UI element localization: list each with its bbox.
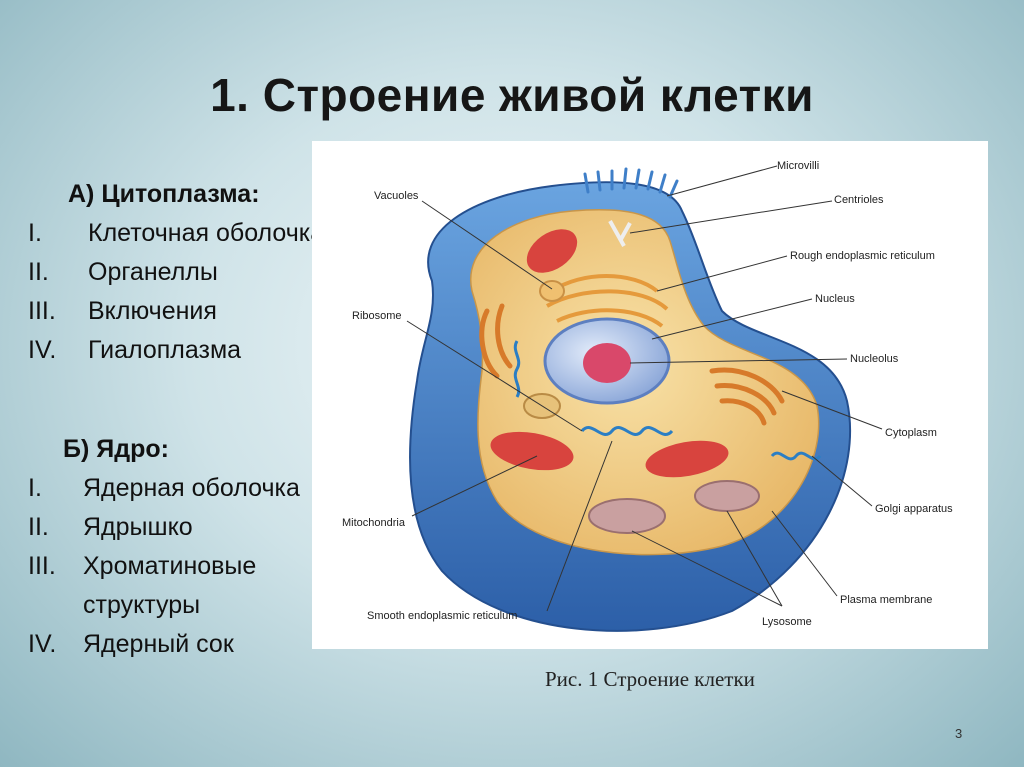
item-number: I. [28,219,42,247]
label-ribosome: Ribosome [352,310,402,322]
label-cytoplasm: Cytoplasm [885,427,937,439]
label-rough-er: Rough endoplasmic reticulum [790,250,935,262]
label-golgi: Golgi apparatus [875,503,953,515]
label-microvilli: Microvilli [777,160,819,172]
list-item: I. Ядерная оболочка [28,469,323,508]
item-text: Клеточная оболочка [88,219,325,247]
label-vacuoles: Vacuoles [374,190,419,202]
label-nucleus: Nucleus [815,293,855,305]
label-nucleolus: Nucleolus [850,353,899,365]
list-item: II. Органеллы [28,253,324,292]
list-item: III. Включения [28,292,324,331]
item-number: II. [28,513,49,541]
centrioles-shape [608,220,632,247]
label-lysosome: Lysosome [762,616,812,628]
label-smooth-er: Smooth endoplasmic reticulum [367,610,517,622]
cytoplasm-list: А) Цитоплазма: I. Клеточная оболочка II.… [28,175,324,370]
item-text: Включения [88,297,217,325]
item-number: IV. [28,630,57,658]
microvilli-shape [583,167,679,199]
nucleus-list: Б) Ядро: I. Ядерная оболочка II. Ядрышко… [28,430,323,664]
list-item: II. Ядрышко [28,508,323,547]
list-item: IV. Гиалоплазма [28,331,324,370]
item-text: Гиалоплазма [88,336,242,364]
item-number: III. [28,297,56,325]
figure-caption: Рис. 1 Строение клетки [545,667,755,691]
cell-diagram-panel: Microvilli Vacuoles Centrioles Rough end… [312,141,988,649]
label-plasma-membrane: Plasma membrane [840,594,932,606]
slide-title: 1. Строение живой клетки [210,69,814,121]
list-item: IV. Ядерный сок [28,625,323,664]
nucleus-heading: Б) Ядро: [63,435,169,463]
item-text: Органеллы [88,258,218,286]
item-text: Ядерная оболочка [83,474,300,502]
list-item: III. Хроматиновые структуры [28,547,323,625]
label-mitochondria: Mitochondria [342,517,406,529]
item-number: III. [28,552,56,580]
cytoplasm-heading: А) Цитоплазма: [68,180,260,208]
item-text: Ядрышко [83,513,193,541]
golgi-shape [479,303,785,426]
item-number: IV. [28,336,57,364]
label-leader-lines [406,165,883,612]
label-centrioles: Centrioles [834,194,884,206]
page-number: 3 [955,726,963,741]
item-number: II. [28,258,49,286]
item-text: Ядерный сок [83,630,234,658]
nucleolus-shape [583,343,631,383]
cell-diagram: Microvilli Vacuoles Centrioles Rough end… [342,160,953,632]
list-item: I. Клеточная оболочка [28,214,324,253]
item-text: Хроматиновые структуры [83,552,257,619]
item-number: I. [28,474,42,502]
vacuole-shape [539,280,565,302]
smooth-er-shape [513,340,822,461]
mitochondria-shape [490,229,729,478]
